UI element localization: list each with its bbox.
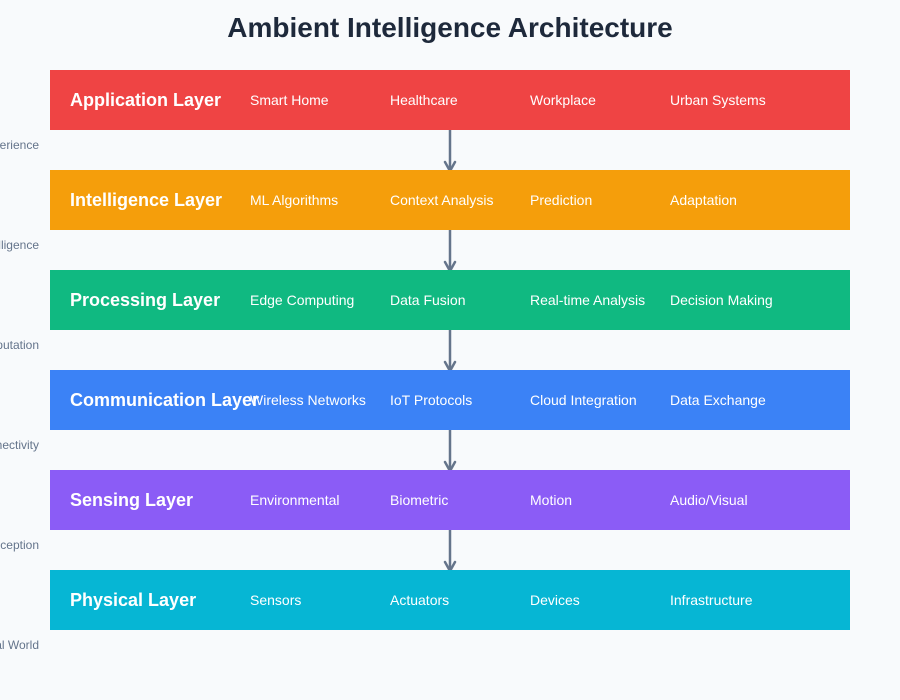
diagram-title: Ambient Intelligence Architecture [227, 12, 673, 43]
side-label: erience [0, 138, 39, 152]
layer-component: Biometric [390, 492, 449, 508]
layer-name: Communication Layer [70, 390, 260, 410]
layer-component: Audio/Visual [670, 492, 748, 508]
layer-name: Intelligence Layer [70, 190, 223, 210]
down-arrow-icon [443, 130, 457, 172]
side-label: al World [0, 638, 39, 652]
application-layer: Application Layer Smart Home Healthcare … [50, 70, 850, 130]
layer-component: Real-time Analysis [530, 292, 646, 308]
layer-component: Environmental [250, 492, 340, 508]
layer-component: Data Exchange [670, 392, 766, 408]
down-arrow-icon [443, 530, 457, 572]
layer-component: Workplace [530, 92, 596, 108]
layer-component: Prediction [530, 192, 593, 208]
layer-component: IoT Protocols [390, 392, 473, 408]
layer-component: Edge Computing [250, 292, 355, 308]
layer-component: Healthcare [390, 92, 458, 108]
layer-component: Wireless Networks [250, 392, 366, 408]
side-label: nectivity [0, 438, 39, 452]
intelligence-layer: Intelligence Layer ML Algorithms Context… [50, 170, 850, 230]
layer-component: Infrastructure [670, 592, 753, 608]
layer-name: Sensing Layer [70, 490, 194, 510]
layer-name: Application Layer [70, 90, 222, 110]
physical-layer: Physical Layer Sensors Actuators Devices… [50, 570, 850, 630]
layer-component: Decision Making [670, 292, 773, 308]
layer-component: Cloud Integration [530, 392, 637, 408]
side-label: ception [0, 538, 39, 552]
down-arrow-icon [443, 430, 457, 472]
layer-component: Context Analysis [390, 192, 494, 208]
layer-name: Physical Layer [70, 590, 197, 610]
down-arrow-icon [443, 230, 457, 272]
side-label: lligence [0, 238, 39, 252]
layer-component: Motion [530, 492, 573, 508]
sensing-layer: Sensing Layer Environmental Biometric Mo… [50, 470, 850, 530]
processing-layer: Processing Layer Edge Computing Data Fus… [50, 270, 850, 330]
layer-component: Adaptation [670, 192, 737, 208]
layer-component: ML Algorithms [250, 192, 339, 208]
down-arrow-icon [443, 330, 457, 372]
layer-component: Smart Home [250, 92, 329, 108]
communication-layer: Communication Layer Wireless Networks Io… [50, 370, 850, 430]
layer-component: Urban Systems [670, 92, 766, 108]
layer-name: Processing Layer [70, 290, 221, 310]
layer-component: Devices [530, 592, 580, 608]
layer-component: Sensors [250, 592, 302, 608]
side-label: putation [0, 338, 39, 352]
layer-component: Data Fusion [390, 292, 466, 308]
layer-component: Actuators [390, 592, 450, 608]
